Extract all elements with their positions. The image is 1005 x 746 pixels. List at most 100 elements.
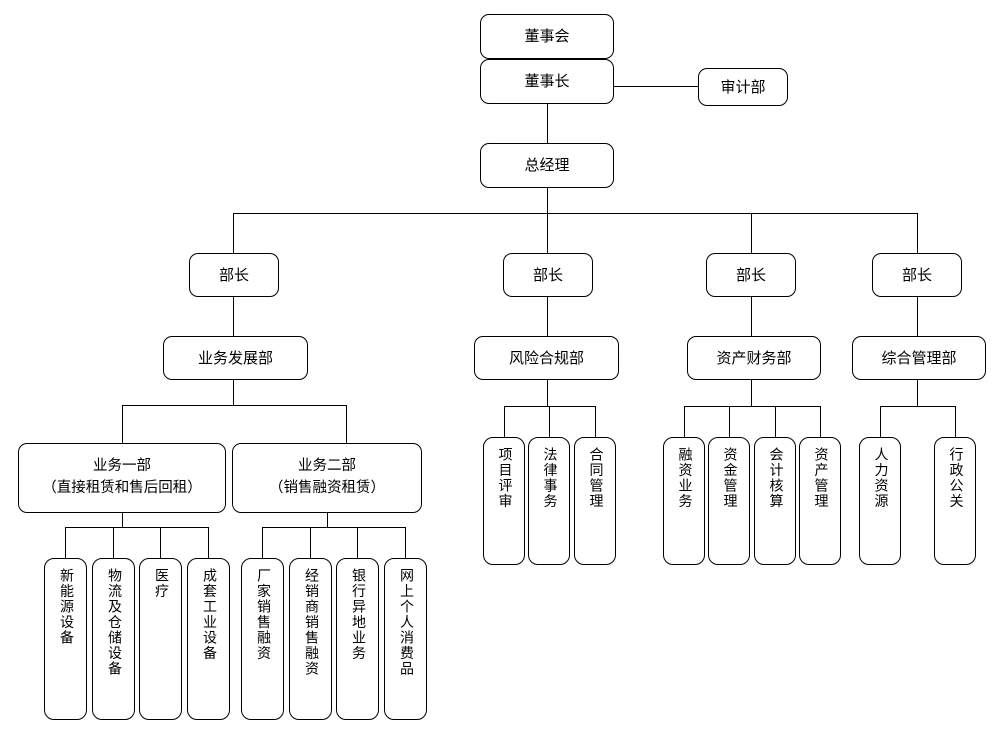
node-sublabel: （销售融资租赁） xyxy=(269,480,385,496)
node-label: 部长 xyxy=(218,265,249,284)
node-leaf-medical[interactable]: 医疗 xyxy=(139,558,182,720)
node-leaf-administration-public-relations[interactable]: 行政公关 xyxy=(934,437,976,565)
connector-unit2-leaf-4 xyxy=(405,527,406,558)
bus-unit2-leaves xyxy=(262,527,405,528)
node-board-of-directors[interactable]: 董事会 xyxy=(480,14,614,59)
connector-dept3-to-bus xyxy=(751,380,752,406)
node-head-business-development[interactable]: 部长 xyxy=(189,253,279,297)
node-label: 董事会 xyxy=(524,27,570,46)
node-business-unit-2[interactable]: 业务二部 （销售融资租赁） xyxy=(232,443,422,513)
node-label: 综合管理部 xyxy=(881,348,957,367)
bus-departments xyxy=(233,213,917,214)
node-head-asset-finance[interactable]: 部长 xyxy=(706,253,796,297)
node-head-risk-compliance[interactable]: 部长 xyxy=(503,253,593,297)
node-department-risk-compliance[interactable]: 风险合规部 xyxy=(474,336,619,380)
connector-unit1-leaf-1 xyxy=(65,527,66,558)
node-general-manager[interactable]: 总经理 xyxy=(480,143,614,188)
node-leaf-fund-management[interactable]: 资金管理 xyxy=(708,437,750,565)
node-sublabel: （直接租赁和售后回租） xyxy=(42,480,202,496)
connector-unit1-leaf-3 xyxy=(160,527,161,558)
node-leaf-financing-business[interactable]: 融资业务 xyxy=(663,437,705,565)
connector-unit2-leaf-1 xyxy=(262,527,263,558)
node-leaf-logistics-warehousing-equipment[interactable]: 物流及仓储设备 xyxy=(92,558,135,720)
node-label: 部长 xyxy=(532,265,563,284)
connector-chairman-to-audit xyxy=(614,86,698,87)
connector-asset-leaf-2 xyxy=(729,406,730,437)
node-label: 经销商销售融资 xyxy=(302,568,319,677)
connector-head3-to-dept3 xyxy=(751,297,752,336)
connector-dept2-to-bus xyxy=(547,380,548,406)
connector-risk-leaf-1 xyxy=(504,406,505,437)
node-label: 资产财务部 xyxy=(716,348,792,367)
node-head-general-management[interactable]: 部长 xyxy=(872,253,962,297)
node-label: 风险合规部 xyxy=(508,348,584,367)
connector-bus-to-head-2 xyxy=(547,213,548,253)
node-label: 资金管理 xyxy=(721,447,738,509)
node-business-unit-1[interactable]: 业务一部 （直接租赁和售后回租） xyxy=(18,443,226,513)
connector-head2-to-dept2 xyxy=(547,297,548,336)
node-label: 合同管理 xyxy=(587,447,604,509)
connector-gm-leaf-2 xyxy=(955,406,956,437)
bus-unit1-leaves xyxy=(65,527,208,528)
connector-bus-to-unit1 xyxy=(122,405,123,443)
node-leaf-accounting[interactable]: 会计核算 xyxy=(754,437,796,565)
node-label: 资产管理 xyxy=(812,447,829,509)
node-label: 新能源设备 xyxy=(57,568,74,646)
connector-risk-leaf-2 xyxy=(549,406,550,437)
node-department-general-management[interactable]: 综合管理部 xyxy=(852,336,986,380)
connector-gm-to-bus xyxy=(547,188,548,213)
bus-business-units xyxy=(122,405,346,406)
bus-general-management-leaves xyxy=(880,406,955,407)
node-leaf-asset-management[interactable]: 资产管理 xyxy=(799,437,841,565)
node-label: 业务一部 xyxy=(93,458,151,475)
node-label: 审计部 xyxy=(720,77,766,96)
connector-risk-leaf-3 xyxy=(595,406,596,437)
connector-bus-to-head-1 xyxy=(233,213,234,253)
node-leaf-dealer-sales-financing[interactable]: 经销商销售融资 xyxy=(289,558,332,720)
node-leaf-contract-management[interactable]: 合同管理 xyxy=(574,437,616,565)
connector-asset-leaf-3 xyxy=(775,406,776,437)
node-label: 会计核算 xyxy=(767,447,784,509)
node-label: 项目评审 xyxy=(496,447,513,509)
node-label: 总经理 xyxy=(524,156,570,175)
node-label: 人力资源 xyxy=(872,447,889,509)
connector-unit1-to-bus xyxy=(122,513,123,527)
connector-unit2-leaf-3 xyxy=(357,527,358,558)
node-label: 物流及仓储设备 xyxy=(105,568,122,677)
node-department-asset-finance[interactable]: 资产财务部 xyxy=(687,336,821,380)
node-leaf-bank-offsite-business[interactable]: 银行异地业务 xyxy=(336,558,379,720)
connector-unit2-leaf-2 xyxy=(310,527,311,558)
node-audit-department[interactable]: 审计部 xyxy=(698,68,788,106)
node-leaf-complete-industrial-equipment[interactable]: 成套工业设备 xyxy=(187,558,230,720)
connector-unit1-leaf-2 xyxy=(113,527,114,558)
node-label: 厂家销售融资 xyxy=(254,568,271,661)
connector-dept4-to-bus xyxy=(917,380,918,406)
node-leaf-project-review[interactable]: 项目评审 xyxy=(483,437,525,565)
node-leaf-manufacturer-sales-financing[interactable]: 厂家销售融资 xyxy=(241,558,284,720)
node-leaf-online-personal-consumer-goods[interactable]: 网上个人消费品 xyxy=(384,558,427,720)
node-department-business-development[interactable]: 业务发展部 xyxy=(163,336,308,380)
connector-unit2-to-bus xyxy=(327,513,328,527)
node-label: 董事长 xyxy=(524,72,570,91)
node-label: 部长 xyxy=(901,265,932,284)
connector-bus-to-head-4 xyxy=(917,213,918,253)
connector-unit1-leaf-4 xyxy=(208,527,209,558)
connector-head1-to-dept1 xyxy=(233,297,234,336)
connector-asset-leaf-1 xyxy=(684,406,685,437)
connector-asset-leaf-4 xyxy=(820,406,821,437)
node-label: 部长 xyxy=(735,265,766,284)
node-label: 业务二部 xyxy=(298,458,356,475)
node-label: 融资业务 xyxy=(676,447,693,509)
node-label: 法律事务 xyxy=(541,447,558,509)
node-leaf-legal-affairs[interactable]: 法律事务 xyxy=(528,437,570,565)
node-leaf-new-energy-equipment[interactable]: 新能源设备 xyxy=(44,558,87,720)
connector-bus-to-head-3 xyxy=(751,213,752,253)
node-chairman[interactable]: 董事长 xyxy=(480,59,614,104)
connector-chairman-to-gm xyxy=(547,104,548,143)
connector-bus-to-unit2 xyxy=(346,405,347,443)
node-label: 医疗 xyxy=(152,568,169,599)
bus-asset-finance-leaves xyxy=(684,406,820,407)
node-leaf-human-resources[interactable]: 人力资源 xyxy=(859,437,901,565)
connector-dept1-to-bus xyxy=(233,380,234,405)
